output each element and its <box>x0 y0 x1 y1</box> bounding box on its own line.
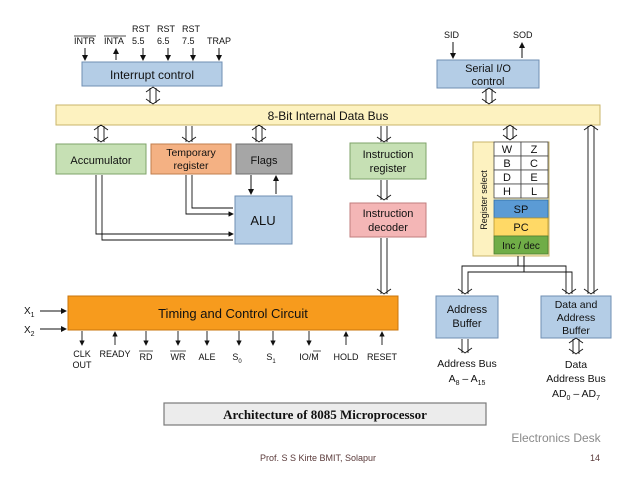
temp-register-label-a: Temporary <box>166 147 216 159</box>
sod-label: SOD <box>513 30 533 40</box>
rst75-label-a: RST <box>182 24 201 34</box>
inc-dec-label: Inc / dec <box>502 241 540 252</box>
bus-to-data-buffer-arrow <box>583 124 599 295</box>
instr-register-label-b: register <box>370 163 407 175</box>
ir-to-decoder-arrow <box>376 180 392 201</box>
alu-label: ALU <box>250 213 275 228</box>
serial-io-label-b: control <box>471 76 504 88</box>
rd-label: RD <box>140 352 153 362</box>
address-bus-label: Address Bus <box>437 358 497 370</box>
flags-label: Flags <box>251 155 278 167</box>
ready-label: READY <box>99 349 130 359</box>
address-buffer-label-b: Buffer <box>452 318 481 330</box>
data-address-buffer-block <box>540 295 612 339</box>
data-bus-label-a: Data <box>565 359 587 371</box>
register-select-label: Register select <box>479 170 489 230</box>
iom-label: IO/M <box>299 352 319 362</box>
interrupt-signal-arrows <box>82 48 222 61</box>
x1-label: X1 <box>24 306 35 319</box>
inc-dec-block <box>493 235 549 255</box>
reg-h: H <box>503 186 511 198</box>
rst55-label-b: 5.5 <box>132 36 145 46</box>
buffer-output-arrows <box>457 337 584 355</box>
interrupt-control-block <box>81 61 223 87</box>
reset-label: RESET <box>367 352 398 362</box>
address-buffer-block <box>435 295 499 339</box>
hold-label: HOLD <box>333 352 359 362</box>
decoder-to-timing-arrow <box>376 238 392 295</box>
reg-w: W <box>502 144 513 156</box>
instr-decoder-label-a: Instruction <box>363 208 414 220</box>
instr-register-label-a: Instruction <box>363 149 414 161</box>
x2-label: X2 <box>24 325 35 338</box>
address-buffer-label-a: Address <box>447 304 488 316</box>
bottom-signal-labels: CLK OUT READY RD WR ALE S0 S1 IO/M HOLD … <box>73 349 398 370</box>
clk-label-b: OUT <box>73 360 93 370</box>
to-alu-paths <box>95 175 234 241</box>
bottom-signal-arrows <box>79 331 385 346</box>
page-number: 14 <box>590 453 601 463</box>
s0-label: S0 <box>232 352 242 365</box>
sid-label: SID <box>444 30 460 40</box>
instruction-register-block <box>349 142 427 180</box>
regs-to-buffers-paths <box>457 256 577 295</box>
reg-e: E <box>530 172 537 184</box>
reg-c: C <box>530 158 538 170</box>
rst55-label-a: RST <box>132 24 151 34</box>
clk-label-a: CLK <box>73 349 91 359</box>
pc-label: PC <box>513 222 528 234</box>
interrupt-control-label: Interrupt control <box>110 68 194 82</box>
register-array: Register select W Z B C D E H L SP PC In… <box>472 141 550 257</box>
internal-data-bus <box>55 104 601 126</box>
rst75-label-b: 7.5 <box>182 36 195 46</box>
reg-b: B <box>503 158 510 170</box>
bus-double-arrows-top <box>145 86 497 105</box>
internal-data-bus-label: 8-Bit Internal Data Bus <box>268 109 389 123</box>
watermark: Electronics Desk <box>511 431 601 445</box>
caption-box <box>163 402 487 426</box>
ale-label: ALE <box>198 352 215 362</box>
flags-block <box>235 143 293 175</box>
reg-z: Z <box>531 144 538 156</box>
serial-io-label-a: Serial I/O <box>465 63 511 75</box>
intr-label: INTR <box>74 36 95 46</box>
timing-control-block <box>67 295 399 331</box>
inta-label: INTA <box>104 36 124 46</box>
accumulator-label: Accumulator <box>70 155 131 167</box>
data-address-buffer-label-a: Data and <box>555 299 598 311</box>
caption-label: Architecture of 8085 Microprocessor <box>223 407 427 422</box>
sp-label: SP <box>514 204 529 216</box>
alu-block <box>234 195 293 245</box>
serial-io-control-block <box>436 59 540 89</box>
bus-double-arrows-mid <box>93 124 518 143</box>
reg-l: L <box>531 186 537 198</box>
temp-register-label-b: register <box>173 160 209 172</box>
timing-control-label: Timing and Control Circuit <box>158 306 308 321</box>
data-bus-range: AD0 – AD7 <box>552 388 600 402</box>
trap-label: TRAP <box>207 36 231 46</box>
data-address-buffer-label-b: Address <box>557 312 596 324</box>
accumulator-block <box>55 143 147 175</box>
reg-d: D <box>503 172 511 184</box>
instruction-decoder-block <box>349 202 427 238</box>
data-address-buffer-label-c: Buffer <box>562 325 590 337</box>
rst65-label-a: RST <box>157 24 176 34</box>
wr-label: WR <box>171 352 186 362</box>
rst65-label-b: 6.5 <box>157 36 170 46</box>
footer-author: Prof. S S Kirte BMIT, Solapur <box>260 453 377 463</box>
interrupt-signal-labels: INTR INTA RST 5.5 RST 6.5 RST 7.5 TRAP <box>74 24 231 46</box>
data-bus-label-b: Address Bus <box>546 373 606 385</box>
instr-decoder-label-b: decoder <box>368 222 408 234</box>
s1-label: S1 <box>266 352 276 365</box>
temporary-register-block <box>150 143 232 175</box>
address-bus-range: A8 – A15 <box>449 373 486 387</box>
